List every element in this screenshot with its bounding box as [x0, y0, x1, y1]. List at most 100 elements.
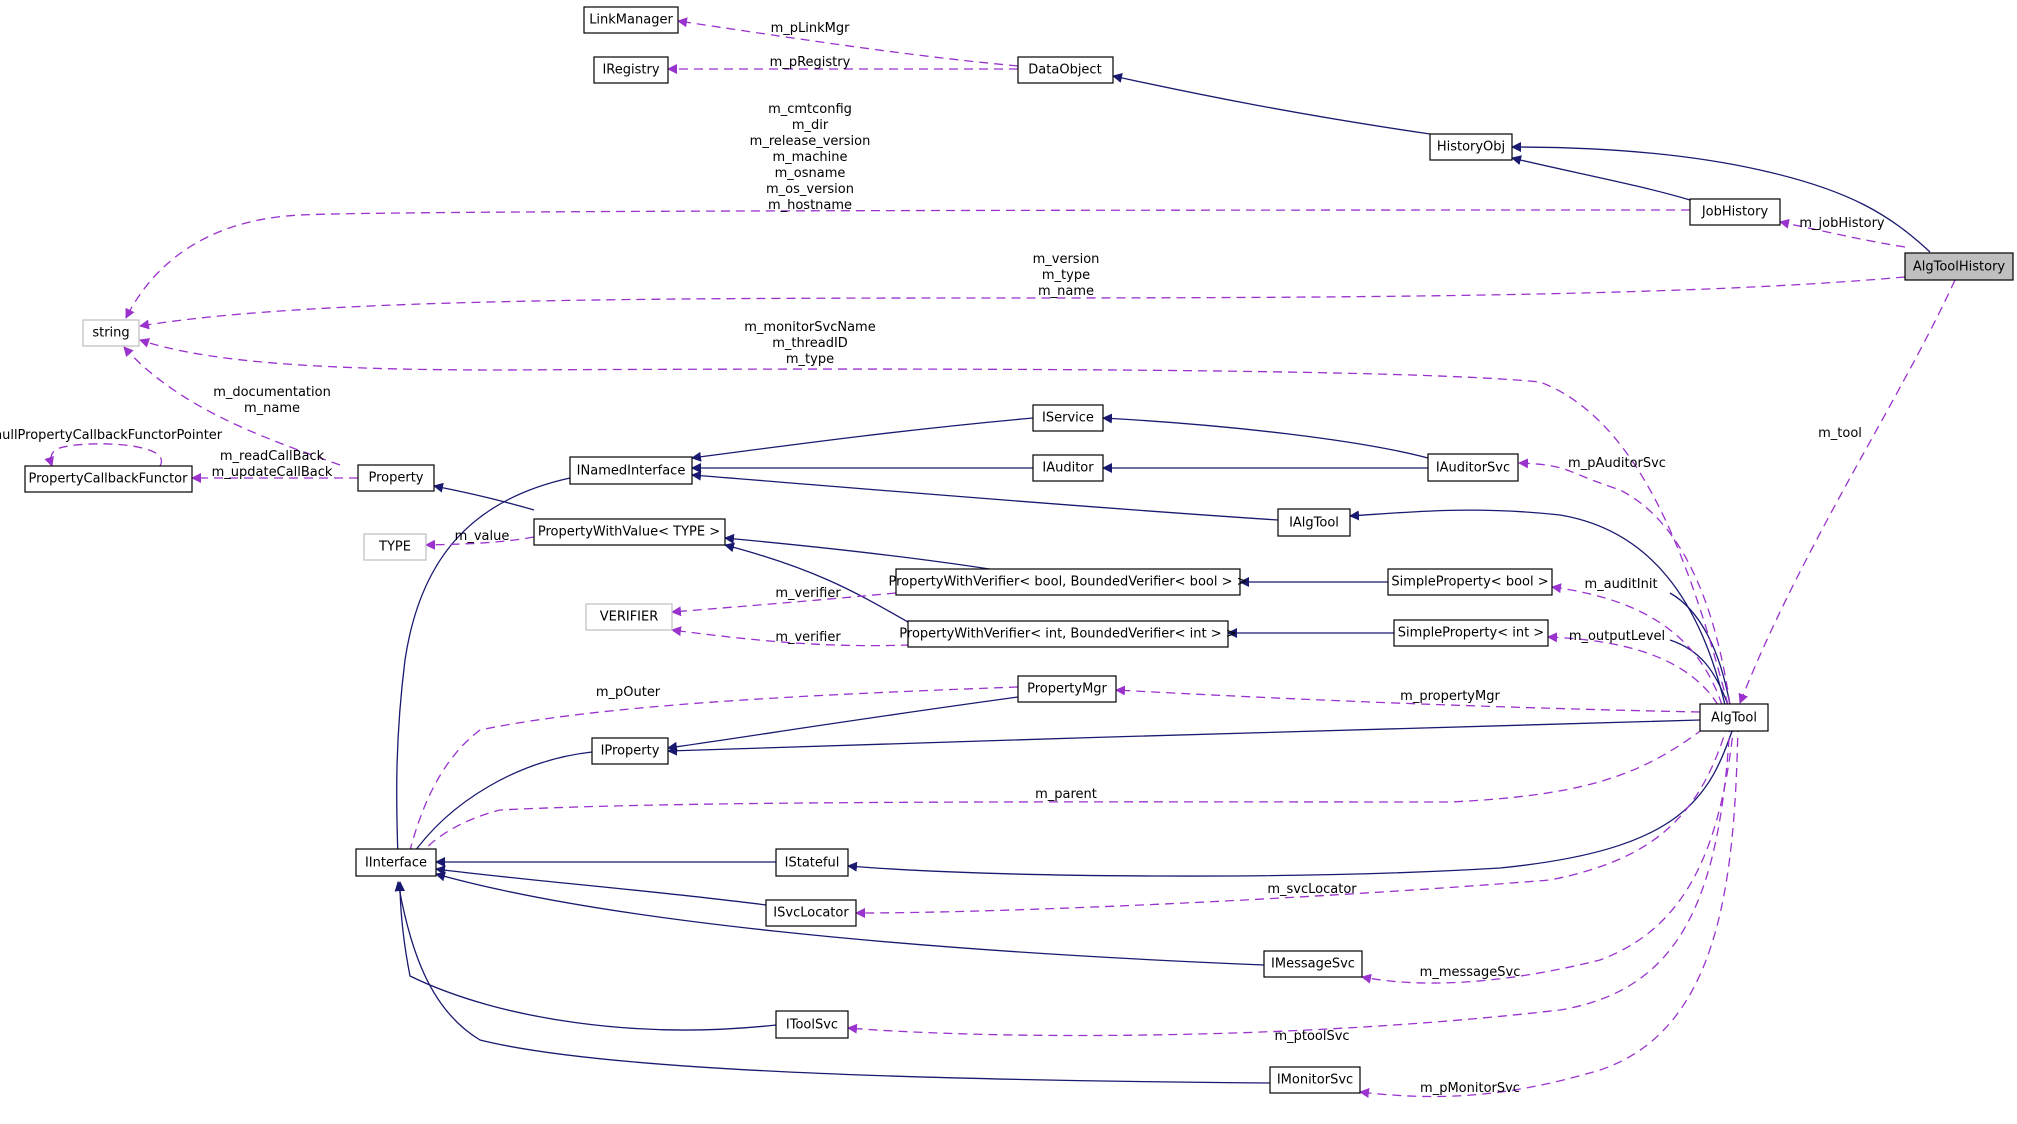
node-data-object-label: DataObject [1028, 63, 1101, 78]
node-imonitor-svc-label: IMonitorSvc [1277, 1073, 1353, 1088]
label-readcallback: m_readCallBack [220, 449, 325, 464]
label-os-version: m_os_version [766, 182, 854, 197]
edge-iservice-inamedinterface [691, 417, 1034, 462]
edge-algtool-imonitorsvc [1359, 722, 1739, 1098]
edge-iproperty-iinterface [409, 751, 593, 859]
label-pouter: m_pOuter [596, 685, 661, 700]
node-istateful[interactable]: IStateful [775, 848, 849, 877]
node-job-history[interactable]: JobHistory [1689, 198, 1781, 226]
node-itool-svc[interactable]: IToolSvc [775, 1010, 849, 1039]
node-property[interactable]: Property [357, 464, 435, 492]
node-type[interactable]: TYPE [363, 533, 427, 561]
node-string-label: string [92, 326, 129, 341]
node-link-manager[interactable]: LinkManager [583, 6, 679, 34]
label-threadid: m_threadID [772, 336, 848, 351]
node-simple-property-int[interactable]: SimpleProperty< int > [1393, 619, 1549, 647]
node-alg-tool[interactable]: AlgTool [1699, 703, 1769, 732]
label-type-tool: m_type [786, 352, 834, 367]
label-value: m_value [455, 529, 510, 544]
label-propertymgr: m_propertyMgr [1400, 689, 1500, 704]
node-iauditor-svc[interactable]: IAuditorSvc [1427, 453, 1519, 482]
node-property-label: Property [368, 471, 423, 486]
node-link-manager-label: LinkManager [589, 13, 673, 28]
node-iservice-label: IService [1042, 411, 1094, 426]
node-isvc-locator-label: ISvcLocator [773, 906, 849, 921]
label-release-version: m_release_version [750, 134, 871, 149]
label-auditinit: m_auditInit [1584, 577, 1657, 592]
edge-iauditorsvc-iservice [1102, 413, 1429, 459]
edge-algtool-iinterface-parent [417, 719, 1716, 859]
edge-jobhistory-string [125, 209, 1691, 319]
edge-algtoolhistory-string [139, 276, 1906, 330]
edge-itoolsvc-iinterface [395, 881, 777, 1031]
edge-algtool-simplebool [1669, 592, 1731, 706]
node-ialg-tool[interactable]: IAlgTool [1277, 508, 1351, 537]
node-iservice[interactable]: IService [1032, 404, 1104, 432]
node-iauditor-label: IAuditor [1042, 461, 1094, 476]
edge-callbackfunctor-self [44, 443, 163, 467]
edge-propertymgr-iproperty [667, 696, 1019, 752]
node-history-obj[interactable]: HistoryObj [1429, 133, 1513, 161]
label-hostname: m_hostname [768, 198, 852, 213]
label-tool: m_tool [1818, 426, 1862, 441]
node-simple-property-bool[interactable]: SimpleProperty< bool > [1387, 568, 1553, 596]
node-alg-tool-history-label: AlgToolHistory [1913, 260, 2006, 275]
label-dir: m_dir [792, 118, 829, 133]
node-pwv-bool-label: PropertyWithVerifier< bool, BoundedVerif… [888, 575, 1247, 590]
node-property-mgr-label: PropertyMgr [1027, 682, 1107, 697]
node-property-with-value-label: PropertyWithValue< TYPE > [538, 525, 720, 540]
edge-pwvbool-pwv [724, 533, 997, 571]
node-verifier[interactable]: VERIFIER [585, 603, 673, 631]
node-inamed-interface[interactable]: INamedInterface [569, 456, 693, 485]
node-job-history-label: JobHistory [1701, 205, 1769, 220]
edge-algtool-string [139, 338, 1729, 706]
node-property-mgr[interactable]: PropertyMgr [1017, 675, 1117, 703]
node-alg-tool-history[interactable]: AlgToolHistory [1904, 252, 2014, 281]
edge-algtoolhistory-historyobj [1511, 142, 1931, 253]
node-string[interactable]: string [82, 319, 140, 347]
edge-pwvint-verifier [671, 626, 911, 647]
node-pwv-bool[interactable]: PropertyWithVerifier< bool, BoundedVerif… [888, 568, 1248, 596]
node-itool-svc-label: IToolSvc [786, 1018, 838, 1033]
node-iauditor[interactable]: IAuditor [1032, 454, 1104, 482]
edge-pwvint-property [433, 482, 535, 511]
node-iproperty-label: IProperty [601, 744, 660, 759]
label-name-prop: m_name [244, 401, 300, 416]
node-property-callback-functor-label: PropertyCallbackFunctor [29, 472, 189, 487]
node-iinterface-label: IInterface [365, 856, 427, 871]
label-messagesvc: m_messageSvc [1420, 965, 1521, 980]
edge-algtool-propertymgr [1115, 685, 1701, 713]
edge-ialgtool-inamedinterface [691, 470, 1279, 521]
node-iproperty[interactable]: IProperty [591, 737, 669, 765]
edge-jobhistory-historyobj [1511, 155, 1691, 201]
node-property-callback-functor[interactable]: PropertyCallbackFunctor [24, 465, 193, 493]
edge-imessagesvc-iinterface [435, 871, 1265, 966]
edge-algtool-iproperty [667, 719, 1701, 756]
node-isvc-locator[interactable]: ISvcLocator [765, 899, 857, 927]
label-type-hist: m_type [1042, 268, 1090, 283]
node-iinterface[interactable]: IInterface [355, 848, 437, 877]
label-verifier-int: m_verifier [775, 630, 841, 645]
edge-algtool-simpleint [1547, 632, 1719, 706]
edge-algtool-itoolsvc [847, 722, 1731, 1037]
label-parent: m_parent [1035, 787, 1097, 802]
label-version: m_version [1033, 252, 1100, 267]
node-type-label: TYPE [378, 540, 411, 555]
edge-labels: m_pLinkMgr m_pRegistry m_cmtconfig m_dir… [0, 21, 1885, 1096]
node-data-object[interactable]: DataObject [1017, 56, 1114, 84]
edge-algtool-simplebool [1551, 583, 1723, 706]
label-jobhistory: m_jobHistory [1799, 216, 1885, 231]
node-iregistry[interactable]: IRegistry [593, 56, 669, 84]
node-istateful-label: IStateful [785, 856, 840, 871]
node-simple-property-int-label: SimpleProperty< int > [1398, 626, 1544, 641]
edge-algtoolhistory-algtool [1738, 279, 1956, 704]
label-ptoolsvc: m_ptoolSvc [1274, 1029, 1349, 1044]
node-property-with-value[interactable]: PropertyWithValue< TYPE > [533, 518, 726, 546]
node-simple-property-bool-label: SimpleProperty< bool > [1391, 575, 1548, 590]
label-pauditorsvc: m_pAuditorSvc [1568, 456, 1666, 471]
node-pwv-int[interactable]: PropertyWithVerifier< int, BoundedVerifi… [899, 620, 1237, 648]
node-imonitor-svc[interactable]: IMonitorSvc [1269, 1066, 1361, 1094]
node-history-obj-label: HistoryObj [1437, 140, 1505, 155]
node-imessage-svc[interactable]: IMessageSvc [1263, 950, 1363, 978]
